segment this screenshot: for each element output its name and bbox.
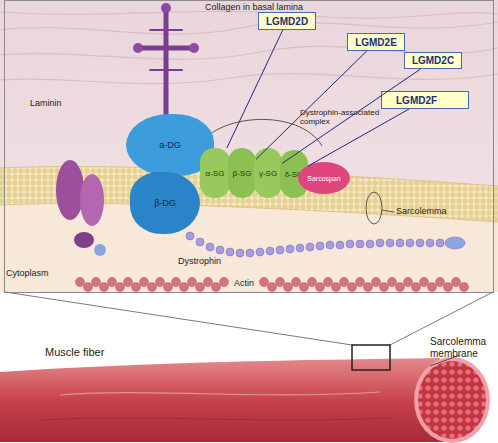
fiber-streak: [40, 418, 390, 420]
integrin-proteins: [56, 160, 106, 256]
node-text: LGMD2F: [396, 95, 437, 106]
disease-label-box: LGMD2E: [347, 33, 405, 51]
fiber-cross-section: [418, 361, 486, 439]
node-text: Sarcospan: [307, 175, 340, 182]
sarcospan: Sarcospan: [298, 162, 350, 194]
leader-connector: [256, 51, 367, 159]
node-text: LGMD2D: [266, 16, 308, 27]
node-text: β-SG: [233, 169, 252, 178]
structure-label: Actin: [234, 278, 274, 288]
structure-label: Laminin: [30, 98, 90, 108]
collagen-fibers: [0, 11, 498, 83]
node-text: γ-SG: [259, 169, 277, 178]
leader-connector: [282, 69, 421, 163]
node-text: α-SG: [206, 169, 225, 178]
laminin-knobs: [133, 3, 199, 130]
zoom-line: [5, 292, 352, 345]
actin-filament: [76, 278, 469, 292]
structure-label: Collagen in basal lamina: [205, 2, 355, 12]
structure-label: Dystrophin: [178, 256, 248, 266]
leader-line: [382, 210, 394, 212]
node-text: β-DG: [154, 198, 176, 208]
beta-dystroglycan: β-DG: [130, 172, 200, 234]
sarcoglycan: β-SG: [228, 148, 256, 198]
zoom-box: [352, 345, 390, 370]
laminin-molecule: [140, 8, 192, 122]
node-text: LGMD2E: [355, 37, 397, 48]
disease-label-box: LGMD2F: [381, 91, 469, 109]
structure-label: Sarcolemma membrane: [430, 336, 496, 359]
extracellular-space: [0, 0, 498, 292]
structure-label: Dystrophin-associated complex: [300, 108, 392, 126]
fiber-streak: [60, 392, 380, 395]
sarcolemma-marker: [366, 192, 382, 224]
sarcolemma-ring: [414, 357, 490, 443]
structure-label: Cytoplasm: [6, 268, 76, 278]
leader-connector: [308, 109, 409, 166]
disease-label-box: LGMD2C: [404, 52, 462, 69]
dystrophin-chain: [186, 232, 465, 257]
sarcoglycan: γ-SG: [254, 148, 282, 198]
structure-label: Muscle fiber: [45, 346, 135, 359]
leader-connector: [227, 30, 283, 148]
structure-label: Sarcolemma: [396, 206, 476, 216]
node-text: a-DG: [159, 140, 181, 150]
node-text: LGMD2C: [412, 55, 454, 66]
disease-label-box: LGMD2D: [258, 12, 316, 30]
sarcoglycan: α-SG: [200, 148, 230, 198]
panel-frame: [5, 1, 494, 293]
